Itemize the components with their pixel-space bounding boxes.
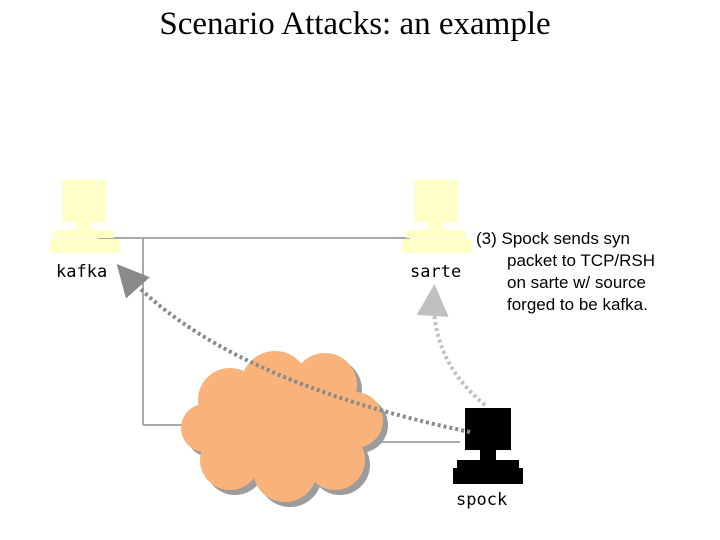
computer-icon (453, 408, 523, 484)
arrow-spock-to-kafka (116, 264, 471, 434)
computer-icon (50, 180, 120, 253)
annotation-text: (3) Spock sends syn packet to TCP/RSH on… (476, 228, 716, 316)
kafka-neck (76, 222, 92, 230)
spock-neck (480, 450, 496, 460)
host-label-sarte: sarte (410, 262, 462, 282)
cloud-icon (181, 351, 388, 507)
sarte-neck (428, 222, 444, 230)
annotation-line: forged to be kafka. (507, 295, 648, 314)
computer-icon (402, 180, 472, 253)
annotation-line: (3) Spock sends syn (476, 229, 631, 248)
spock-monitor (465, 408, 511, 450)
spock-base (457, 460, 519, 468)
kafka-keyboard (50, 239, 120, 253)
sarte-base (406, 230, 466, 238)
sarte-keyboard (402, 239, 472, 253)
kafka-monitor (62, 180, 106, 222)
sarte-monitor (414, 180, 458, 222)
arrow-spock-to-sarte (416, 284, 487, 407)
annotation-line: on sarte w/ source (507, 273, 646, 292)
spock-keyboard (453, 468, 523, 484)
kafka-base (54, 230, 114, 238)
host-label-spock: spock (456, 490, 508, 510)
slide-title: Scenario Attacks: an example (159, 6, 551, 42)
host-label-kafka: kafka (56, 262, 108, 282)
annotation-line: packet to TCP/RSH (507, 251, 656, 270)
